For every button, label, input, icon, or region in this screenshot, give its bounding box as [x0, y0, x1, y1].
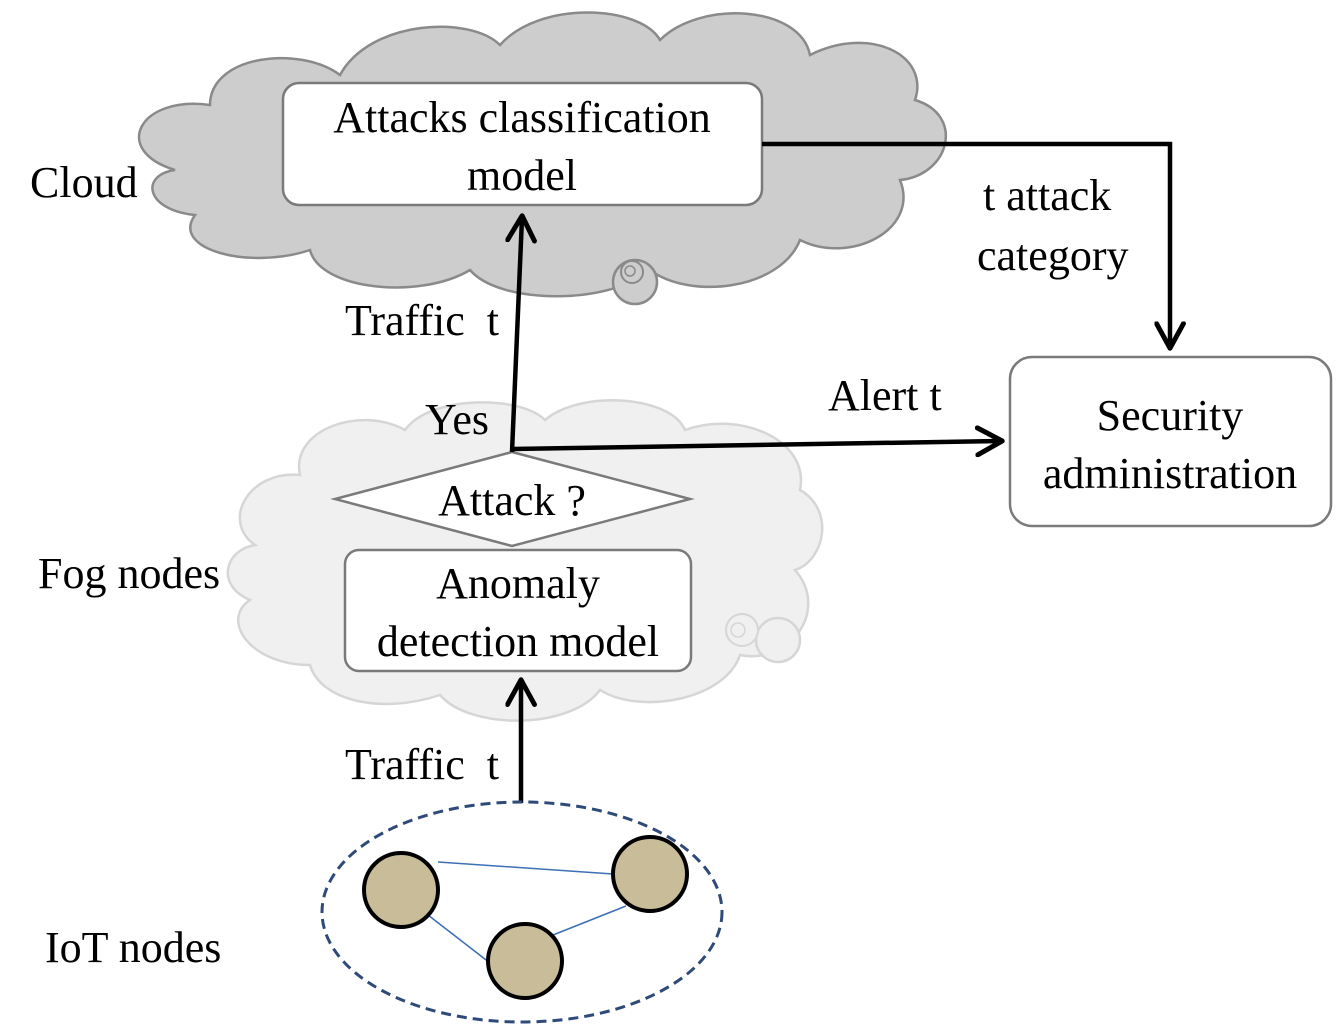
iot-node-cluster [320, 800, 724, 1024]
anomaly-detection-model-box: Anomaly detection model [343, 548, 693, 673]
security-administration-box: Security administration [1008, 355, 1333, 528]
flow-arrows [511, 141, 1170, 803]
edge-label-traffic-to-fog: Traffic t [345, 740, 499, 789]
classification-box-line-2: model [467, 151, 577, 200]
security-box-line-2: administration [1043, 449, 1297, 498]
arrow-fog-to-cloud [512, 218, 522, 453]
edge-label-category-line-2: category [977, 231, 1128, 280]
iot-link [427, 914, 491, 964]
anomaly-box-line-2: detection model [377, 617, 659, 666]
iot-node [611, 835, 689, 913]
tier-label-iot: IoT nodes [45, 923, 221, 972]
iot-cluster-ring [320, 800, 724, 1024]
edge-label-category-line-1: t attack [983, 171, 1111, 220]
edge-label-yes: Yes [425, 395, 489, 444]
tier-label-fog: Fog nodes [38, 549, 220, 598]
iot-link [552, 905, 627, 936]
iot-node [362, 851, 440, 929]
tier-label-cloud: Cloud [30, 158, 138, 207]
edge-label-traffic-to-cloud: Traffic t [345, 296, 499, 345]
classification-box-line-1: Attacks classification [333, 93, 711, 142]
anomaly-box-line-1: Anomaly [436, 559, 600, 608]
attack-decision-diamond: Attack ? [330, 450, 695, 548]
attacks-classification-model-box: Attacks classification model [281, 81, 764, 207]
arrow-alert-to-security [511, 441, 1000, 449]
security-box-line-1: Security [1097, 391, 1244, 440]
edge-label-alert: Alert t [828, 371, 942, 420]
decision-label: Attack ? [438, 476, 586, 525]
iot-node [486, 922, 564, 1000]
iot-link [437, 861, 614, 875]
arrow-category-to-security [762, 141, 1170, 346]
